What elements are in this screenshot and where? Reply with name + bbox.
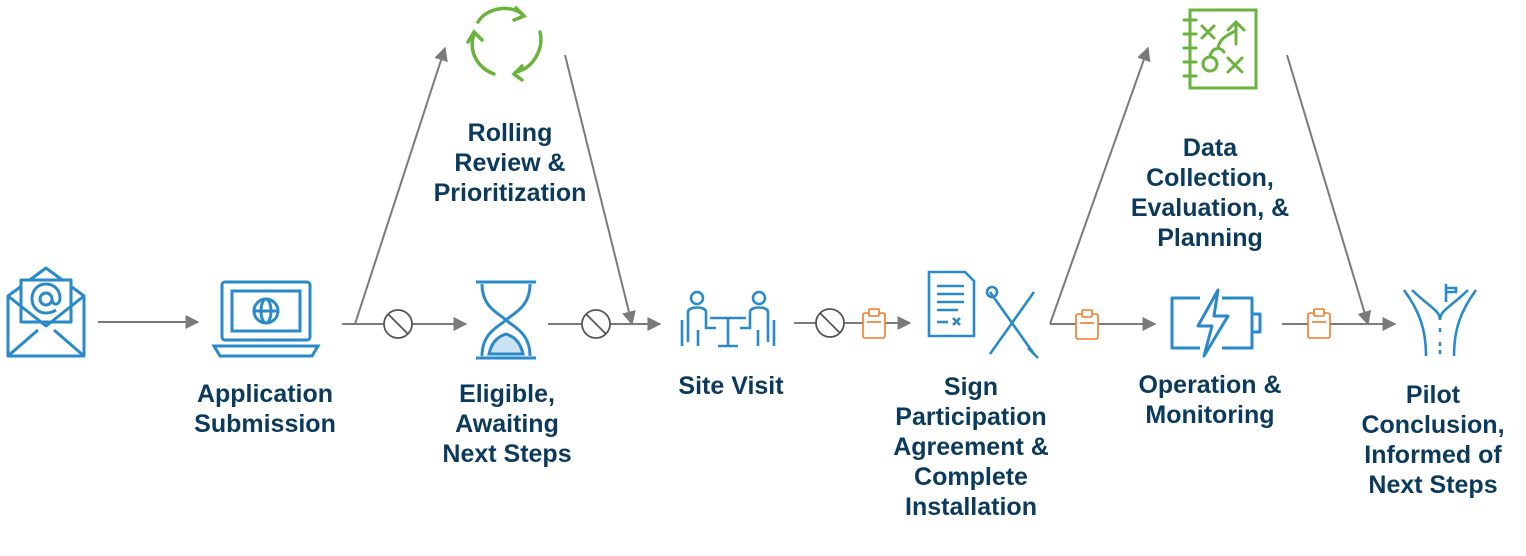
strategy-board-icon [1182, 8, 1258, 90]
step-label-site-visit: Site Visit [678, 372, 784, 400]
arrow-data-to-conclusion [1286, 54, 1372, 326]
branch-label-data: Data Collection, Evaluation, & Planning [1130, 134, 1290, 252]
step-label-operation: Operation & Monitoring [1138, 371, 1282, 429]
hourglass-icon [476, 280, 536, 360]
laptop-globe-icon [211, 280, 321, 358]
arrow-application-to-review [354, 46, 448, 325]
gate-icon [383, 309, 413, 339]
document-tools-icon [927, 270, 1039, 359]
branch-label-review: Rolling Review & Prioritization [433, 119, 587, 207]
arrow-review-to-site-visit [564, 54, 636, 326]
meeting-table-icon [680, 290, 776, 348]
forked-road-icon [1402, 284, 1478, 357]
step-label-eligible: Eligible, Awaiting Next Steps [442, 380, 572, 468]
clipboard-icon [862, 308, 886, 339]
clipboard-icon [1307, 308, 1331, 339]
clipboard-icon [1075, 309, 1099, 340]
recycle-arrows-icon [466, 6, 543, 82]
envelope-at-icon [6, 266, 86, 358]
gate-icon [815, 308, 845, 338]
step-label-sign: Sign Participation Agreement & Complete … [893, 373, 1049, 521]
step-label-application: Application Submission [194, 380, 336, 438]
battery-bolt-icon [1170, 288, 1262, 358]
gate-icon [581, 309, 611, 339]
arrow-sign-to-data [1049, 46, 1151, 325]
step-label-conclusion: Pilot Conclusion, Informed of Next Steps [1361, 381, 1505, 499]
